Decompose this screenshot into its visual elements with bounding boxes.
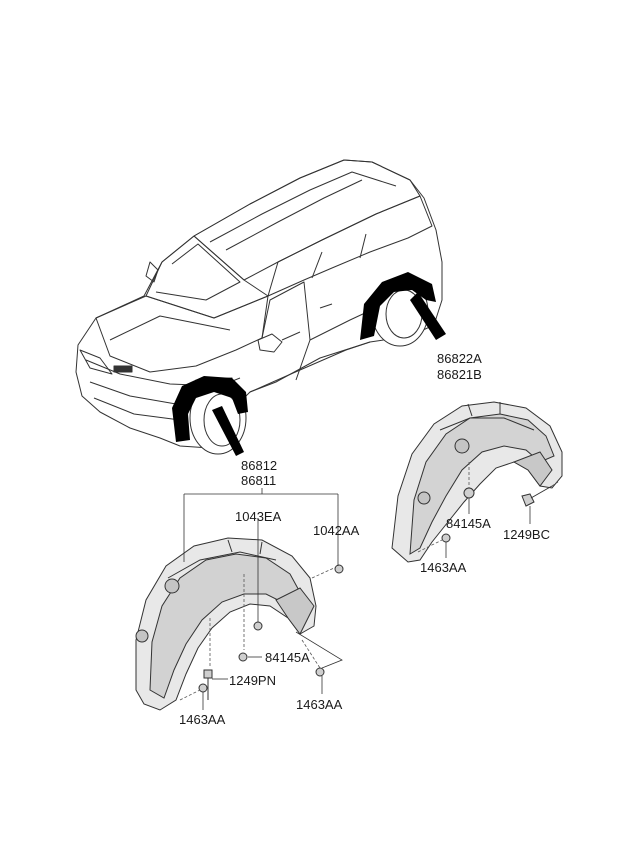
rear-clip-icon [441,533,451,543]
callout-lines [183,488,343,710]
front-screw-icon [203,669,213,700]
front-clip-right-icon [334,564,344,574]
label-1042aa: 1042AA [313,523,360,538]
front-liner-highlight [172,376,248,442]
label-1249bc: 1249BC [503,527,550,542]
label-1463aa-rear: 1463AA [420,560,467,575]
label-1249pn: 1249PN [229,673,276,688]
vehicle-illustration [75,159,443,455]
front-nut-icon [238,652,248,662]
rear-liner-highlight [360,272,436,340]
label-86821b: 86821B [437,367,482,382]
label-86812: 86812 [241,458,278,473]
label-86811: 86811 [241,473,277,488]
front-clip-bottom-left-icon [198,683,208,693]
rear-wheel-liner [391,401,563,563]
front-wheel-liner [135,537,317,711]
label-86822a: 86822A [437,351,482,366]
leader-arrows [212,292,446,456]
rear-nut-icon [463,487,475,499]
rear-hardware [441,485,553,543]
front-clip-top-icon [253,621,263,631]
label-1463aa-front-left: 1463AA [179,712,226,727]
label-1043ea: 1043EA [235,509,282,524]
front-clip-bottom-right-icon [315,667,325,677]
label-84145a-rear: 84145A [446,516,491,531]
label-84145a-front: 84145A [265,650,310,665]
label-1463aa-front-right: 1463AA [296,697,343,712]
vehicle-highlights [172,272,436,442]
rear-screw-icon [521,485,553,507]
